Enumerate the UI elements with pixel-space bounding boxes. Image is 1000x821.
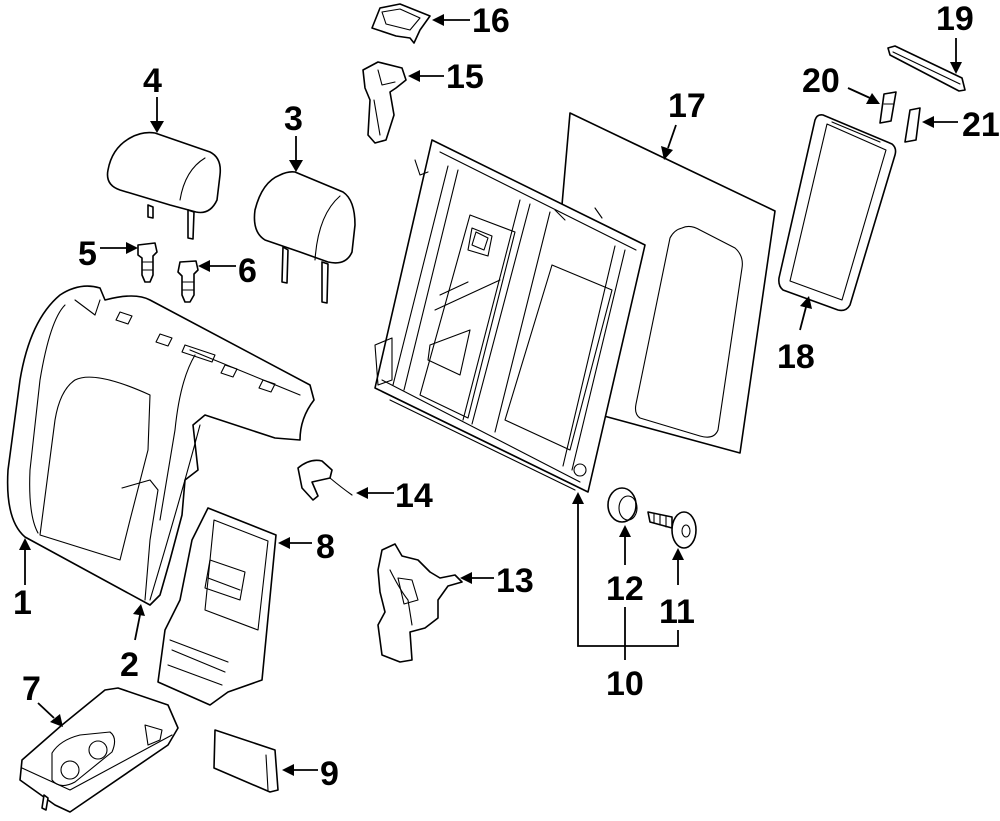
latch-assembly[interactable] [377, 543, 463, 663]
callout-18[interactable]: 18 [777, 338, 815, 376]
pass-through-trim-strip[interactable] [887, 45, 966, 92]
leader-lines [19, 14, 962, 776]
callout-11[interactable]: 11 [659, 593, 695, 631]
callout-17[interactable]: 17 [668, 87, 706, 125]
pass-through-clip-right[interactable] [904, 107, 921, 143]
callout-labels: 1 2 3 4 5 6 7 8 9 10 11 12 13 14 15 16 1… [13, 0, 1000, 793]
pivot-bushing[interactable] [607, 487, 638, 523]
callout-10[interactable]: 10 [606, 665, 644, 703]
callout-8[interactable]: 8 [316, 528, 335, 566]
callout-2[interactable]: 2 [120, 646, 139, 684]
callout-4[interactable]: 4 [143, 62, 162, 100]
armrest-frame[interactable] [157, 507, 277, 706]
callout-14[interactable]: 14 [395, 477, 433, 515]
armrest-cap[interactable] [213, 729, 279, 793]
release-cable[interactable] [297, 459, 353, 501]
callout-13[interactable]: 13 [496, 562, 534, 600]
seat-back-cover[interactable] [6, 285, 315, 606]
callout-16[interactable]: 16 [472, 2, 510, 40]
callout-15[interactable]: 15 [446, 58, 484, 96]
callout-1[interactable]: 1 [13, 584, 32, 622]
callout-20[interactable]: 20 [802, 62, 840, 100]
armrest-cupholder[interactable] [19, 687, 179, 813]
callout-3[interactable]: 3 [284, 100, 303, 138]
seat-back-cover-trim[interactable] [121, 479, 159, 601]
headrest-left[interactable] [106, 131, 222, 240]
callout-7[interactable]: 7 [22, 670, 41, 708]
callout-19[interactable]: 19 [936, 0, 974, 38]
seat-back-frame[interactable] [374, 139, 646, 493]
headrest-guide-left[interactable] [137, 242, 158, 283]
callout-21[interactable]: 21 [962, 106, 1000, 144]
pass-through-frame[interactable] [778, 114, 897, 312]
callout-12[interactable]: 12 [606, 570, 644, 608]
headrest-guide-right[interactable] [177, 260, 199, 303]
pivot-bolt[interactable] [647, 511, 697, 549]
handle-bezel[interactable] [371, 3, 431, 44]
callout-9[interactable]: 9 [320, 755, 339, 793]
latch-release-handle[interactable] [362, 61, 407, 144]
pass-through-clip-left[interactable] [879, 91, 897, 124]
headrest-right[interactable] [253, 171, 356, 304]
callout-5[interactable]: 5 [78, 235, 97, 273]
callout-6[interactable]: 6 [238, 252, 257, 290]
